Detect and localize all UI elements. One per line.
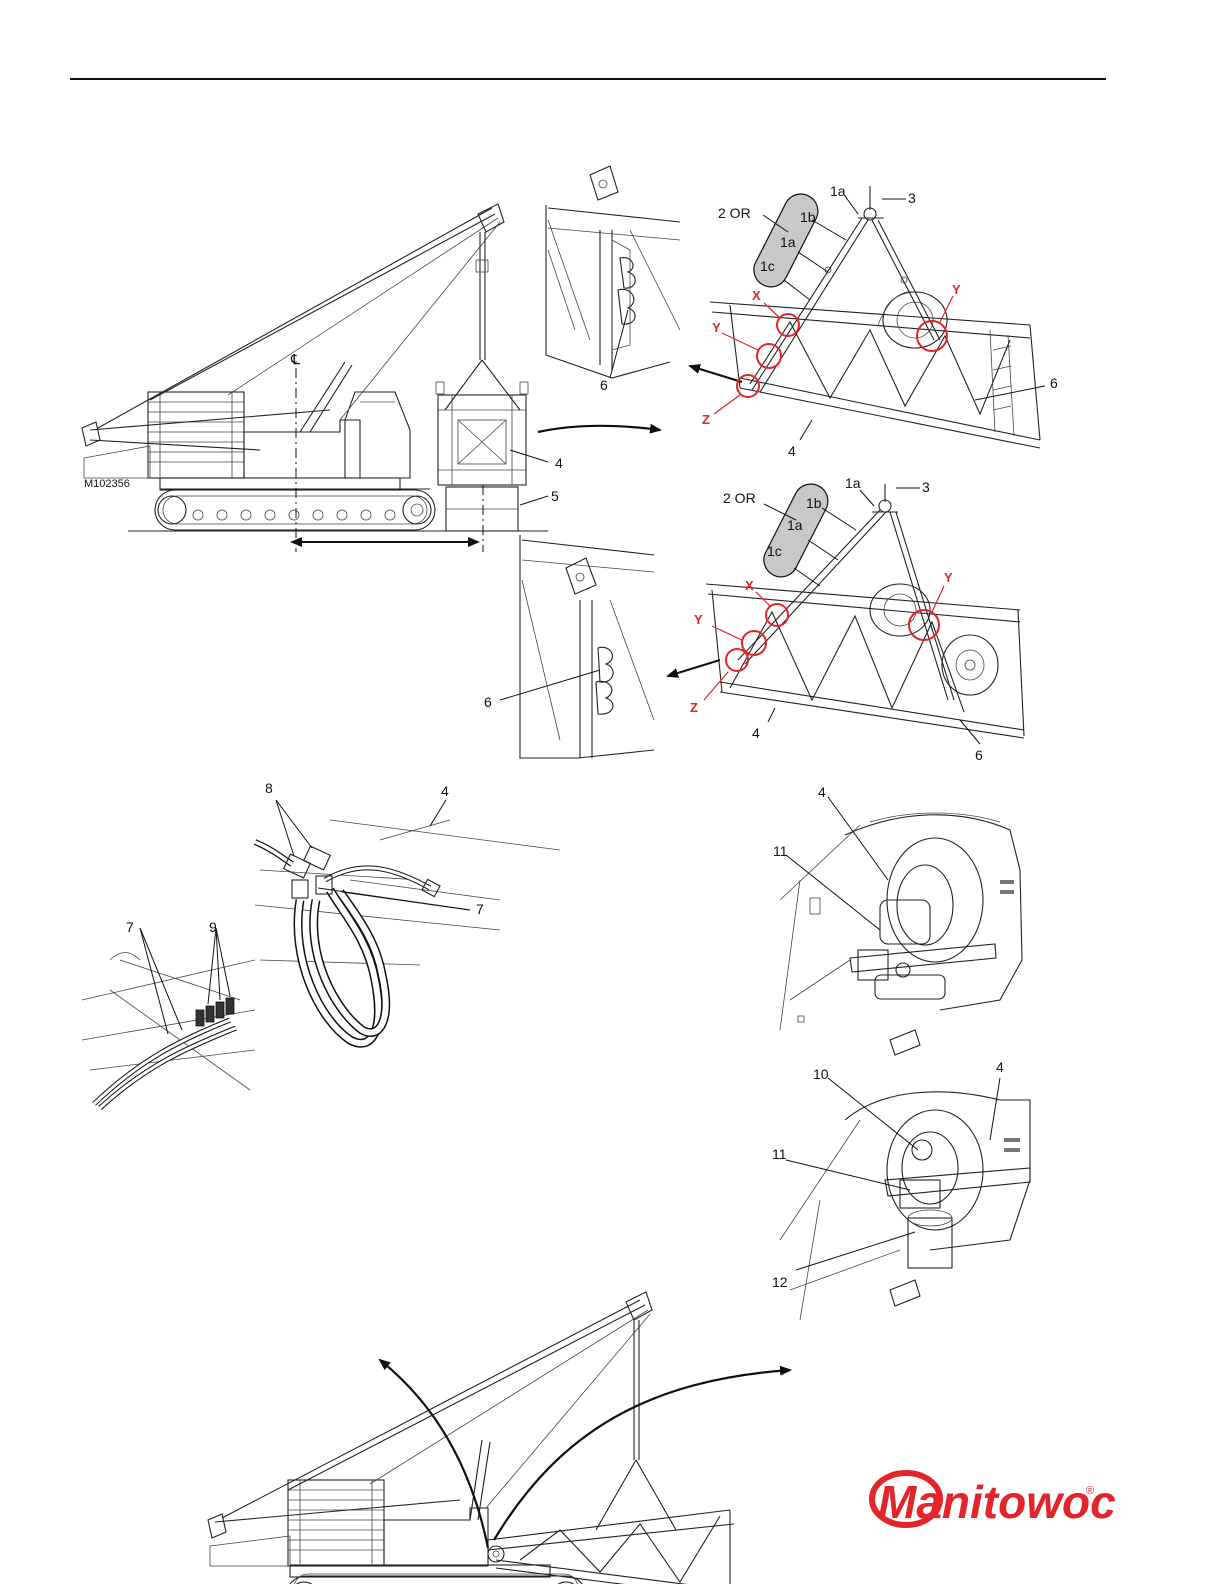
lug-detail-upper (546, 166, 680, 378)
pill-1c-lower: 1c (767, 543, 782, 559)
callout-11-lower: 11 (772, 1146, 787, 1162)
callout-4-lower-detail: 4 (752, 725, 760, 741)
pill-1b-lower: 1b (806, 495, 822, 511)
rigging-detail-lower (704, 478, 1024, 744)
callout-3-lower: 3 (922, 479, 930, 495)
callout-4-hose: 4 (441, 783, 449, 799)
pill-1b-upper: 1b (800, 209, 816, 225)
detail-y-right-lower: Y (944, 570, 953, 585)
callout-4-upper-detail: 4 (788, 443, 796, 459)
lug-detail-lower (500, 535, 720, 758)
callout-7-storage: 7 (126, 919, 134, 935)
detail-y-right-upper: Y (952, 282, 961, 297)
detail-z-lower: Z (690, 700, 698, 715)
callout-12: 12 (772, 1274, 788, 1290)
detail-x-lower: X (745, 578, 754, 593)
rigging-detail-upper (690, 186, 1045, 448)
callout-9: 9 (209, 919, 217, 935)
callout-5: 5 (551, 488, 559, 504)
pill-1a-upper: 1a (780, 234, 796, 250)
pin-detail-lower (780, 1078, 1030, 1320)
callout-4-fig1: 4 (555, 455, 563, 471)
callout-6-lower-detail: 6 (975, 747, 983, 763)
pill-1a-lower: 1a (787, 517, 803, 533)
callout-6-upper-lug: 6 (600, 377, 608, 393)
hose-storage-detail (82, 928, 255, 1108)
detail-z-upper: Z (702, 412, 710, 427)
pin-detail-upper (780, 797, 1022, 1055)
hose-connection-detail (255, 800, 560, 1043)
detail-y-left-lower: Y (694, 612, 703, 627)
callout-6-lower-lug: 6 (484, 694, 492, 710)
callout-2or-lower: 2 OR (723, 490, 756, 506)
detail-x-upper: X (752, 288, 761, 303)
callout-6-upper-detail: 6 (1050, 375, 1058, 391)
callout-1a-upper: 1a (830, 183, 846, 199)
callout-11-upper: 11 (773, 843, 788, 859)
registered-mark: ® (1086, 1485, 1094, 1497)
crane-side-view-bottom (208, 1292, 790, 1584)
figure-number-1: M102356 (84, 478, 130, 490)
brand-wordmark: Manitowoc (878, 1476, 1116, 1528)
callout-7-hose: 7 (476, 901, 484, 917)
detail-y-left-upper: Y (712, 320, 721, 335)
centerline-symbol: ℄ (290, 351, 300, 367)
callout-8: 8 (265, 780, 273, 796)
pill-1c-upper: 1c (760, 258, 775, 274)
callout-3-upper: 3 (908, 190, 916, 206)
crane-side-view-top (82, 204, 548, 552)
callout-4-pin-lower: 4 (996, 1059, 1004, 1075)
callout-1a-lower: 1a (845, 475, 861, 491)
callout-10: 10 (813, 1066, 829, 1082)
callout-4-pin-upper: 4 (818, 784, 826, 800)
callout-2or-upper: 2 OR (718, 205, 751, 221)
